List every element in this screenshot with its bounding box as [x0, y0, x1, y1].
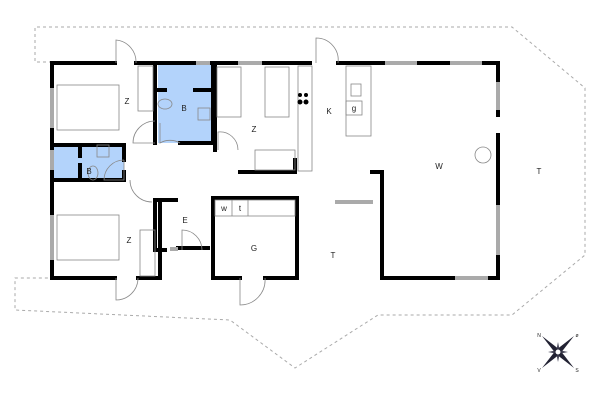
door-bath-2 — [103, 159, 125, 181]
compass-s: S — [575, 368, 579, 374]
label-entry: E — [182, 216, 187, 225]
label-kitchen: K — [326, 107, 332, 116]
door-bedroom-1-exterior — [115, 39, 137, 64]
door-entry — [181, 229, 203, 251]
label-bath-1: B — [181, 104, 186, 113]
door-bedroom-1 — [132, 120, 156, 144]
label-washer: w — [220, 204, 227, 213]
door-bedroom-3-exterior — [115, 277, 139, 301]
label-bedroom-3: Z — [127, 236, 132, 245]
label-utility: G — [251, 244, 257, 253]
door-bath-1 — [159, 123, 181, 144]
door-utility-exterior — [239, 277, 266, 306]
label-bedroom-1: Z — [125, 97, 130, 106]
doors — [103, 37, 339, 306]
label-living: W — [435, 162, 443, 171]
label-bath-2: B — [86, 167, 91, 176]
label-terrace-east: T — [537, 167, 542, 176]
furniture — [56, 65, 492, 277]
windows — [50, 61, 500, 280]
label-bedroom-2: Z — [252, 125, 257, 134]
compass-n: N — [537, 333, 541, 339]
compass-rose-icon: N ø S V — [537, 333, 579, 374]
label-terrace-south: T — [331, 251, 336, 260]
compass-w: V — [537, 368, 541, 374]
door-bedroom-2 — [217, 131, 239, 151]
door-bedroom-3 — [129, 179, 153, 203]
door-kitchen-exterior — [315, 37, 339, 64]
label-dishwasher: g — [352, 104, 356, 113]
stove-icon — [297, 93, 309, 105]
label-dryer: t — [239, 204, 242, 213]
bathroom-1-floor — [158, 65, 213, 143]
bathroom-2-floor — [54, 145, 124, 179]
compass-e: ø — [575, 333, 578, 339]
room-labels: Z Z Z B B K W E G T T w t g — [86, 97, 541, 260]
